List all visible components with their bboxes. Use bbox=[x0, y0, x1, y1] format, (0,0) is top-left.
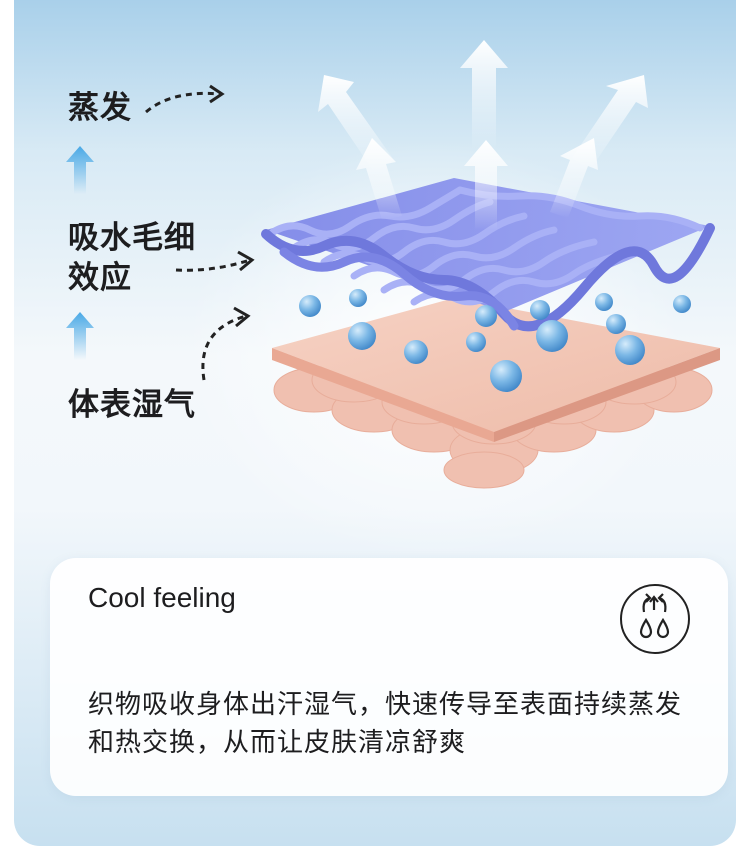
evaporation-arrows bbox=[318, 40, 648, 230]
up-arrow-icon bbox=[66, 312, 94, 360]
card-title: Cool feeling bbox=[88, 580, 288, 616]
card-description: 织物吸收身体出汗湿气，快速传导至表面持续蒸发和热交换，从而让皮肤清凉舒爽 bbox=[88, 686, 708, 762]
fabric-layers-illustration bbox=[254, 30, 724, 500]
up-arrow-icon bbox=[66, 146, 94, 194]
dashed-arrow-icon bbox=[142, 80, 232, 120]
dashed-arrow-icon bbox=[172, 246, 262, 278]
dashed-arrow-icon bbox=[190, 300, 260, 384]
cooling-sweat-drops-icon bbox=[620, 584, 690, 654]
label-body-moisture: 体表湿气 bbox=[68, 385, 196, 425]
background-panel: 蒸发 吸水毛细效应 体表湿气 bbox=[14, 0, 736, 846]
cool-feeling-card: Cool feeling 织物吸收身体出汗湿气，快速传导至表面持续蒸发和热交换，… bbox=[50, 558, 728, 796]
label-evaporation: 蒸发 bbox=[68, 88, 132, 128]
